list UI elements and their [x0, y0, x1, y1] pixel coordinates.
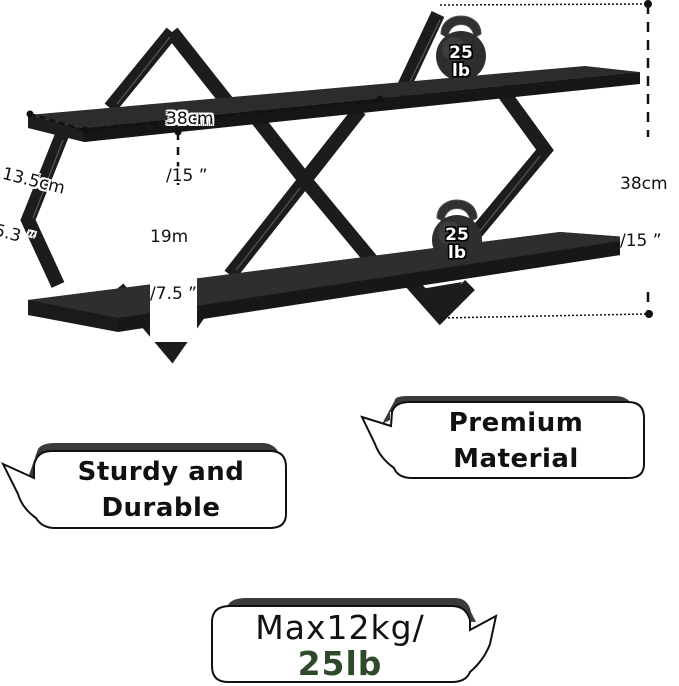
height-dimension-label: 38cm /15 ” [620, 137, 668, 289]
weight-number: 25 [449, 43, 473, 63]
spacing-dimension-label: 19m /7.5 ” [150, 190, 197, 342]
capacity-imperial: 25lb [297, 644, 383, 683]
premium-material-callout: Premium Material [396, 405, 636, 477]
callout-line: Material [453, 444, 579, 474]
length-imperial: /15 ” [166, 166, 208, 186]
sturdy-durable-callout: Sturdy and Durable [38, 454, 284, 526]
spacing-metric: 19m [150, 227, 189, 247]
weight-unit: lb [448, 243, 466, 263]
top-shelf [28, 66, 640, 142]
callout-line: Premium [448, 408, 584, 438]
capacity-metric: Max12kg/ [255, 608, 425, 647]
height-metric: 38cm [620, 174, 668, 194]
max-capacity-callout: Max12kg/ 25lb [214, 610, 466, 682]
spacing-imperial: /7.5 ” [150, 284, 197, 304]
weight-number: 25 [445, 225, 469, 245]
callout-line: Durable [101, 493, 221, 523]
weight-unit: lb [452, 61, 470, 81]
length-dimension-label: 38cm /15 ” [166, 72, 214, 224]
depth-metric: 13.5cm [0, 163, 67, 199]
sturdy-bubble-shape [0, 443, 287, 529]
bottom-shelf [28, 232, 640, 358]
kettlebell-icon [432, 199, 482, 265]
height-imperial: /15 ” [620, 231, 662, 251]
premium-bubble-shape [360, 396, 645, 479]
callout-line: Sturdy and [77, 457, 245, 487]
metal-frame [20, 11, 554, 364]
kettlebell-weight-label-top: 25 lb [441, 44, 481, 80]
capacity-bubble-shape [211, 598, 498, 683]
kettlebell-weight-label-bottom: 25 lb [437, 226, 477, 262]
length-metric: 38cm [166, 109, 214, 129]
depth-imperial: /5.3 ” [0, 219, 37, 250]
kettlebell-icon [436, 15, 486, 81]
